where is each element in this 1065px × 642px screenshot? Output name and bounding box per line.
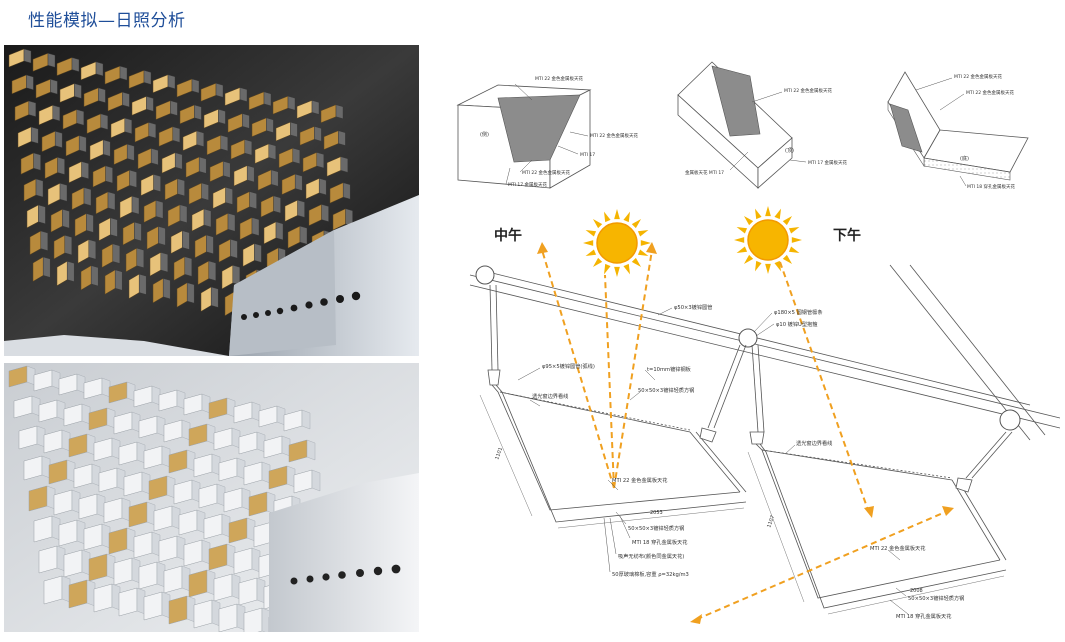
svg-text:MTI 22 金色金属板天花: MTI 22 金色金属板天花 xyxy=(954,73,1003,80)
svg-text:MTI 18 穿孔金属板天花: MTI 18 穿孔金属板天花 xyxy=(967,183,1016,190)
sun-afternoon-icon xyxy=(734,206,802,274)
label-noon: 中午 xyxy=(494,227,522,244)
svg-text:50×50×3镀锌轻质方钢: 50×50×3镀锌轻质方钢 xyxy=(628,524,684,532)
svg-text:MTI 17 金属板天花: MTI 17 金属板天花 xyxy=(508,181,548,188)
svg-text:MTI 22 金色金属板天花: MTI 22 金色金属板天花 xyxy=(590,132,639,139)
svg-text:MTI 22 金色金属板天花: MTI 22 金色金属板天花 xyxy=(612,476,667,484)
svg-text:MTI 17: MTI 17 xyxy=(580,152,595,158)
svg-text:t=10mm镀锌钢板: t=10mm镀锌钢板 xyxy=(647,365,692,373)
svg-text:2053: 2053 xyxy=(650,510,663,516)
svg-text:MTI 18 穿孔金属板天花: MTI 18 穿孔金属板天花 xyxy=(632,538,687,546)
svg-text:透光窗边界看线: 透光窗边界看线 xyxy=(796,439,832,447)
svg-text:50厚玻璃棉板,容重 ρ=32kg/m3: 50厚玻璃棉板,容重 ρ=32kg/m3 xyxy=(612,570,689,578)
svg-text:φ50×3镀锌圆管: φ50×3镀锌圆管 xyxy=(674,303,712,311)
svg-text:φ10 镀锌U型抱箍: φ10 镀锌U型抱箍 xyxy=(776,320,817,328)
svg-text:(底): (底) xyxy=(960,155,969,162)
svg-text:金属板天花 MTI 17: 金属板天花 MTI 17 xyxy=(685,169,724,176)
label-afternoon: 下午 xyxy=(833,227,861,244)
svg-text:MTI 22 金色金属板天花: MTI 22 金色金属板天花 xyxy=(535,75,584,82)
svg-text:φ180×5 圆钢管檩条: φ180×5 圆钢管檩条 xyxy=(774,308,823,316)
ceiling-photo-bottom xyxy=(4,363,419,632)
svg-text:MTI 22 金色金属板天花: MTI 22 金色金属板天花 xyxy=(784,87,833,94)
detail-bottom: (底) MTI 22 金色金属板天花 MTI 22 金色金属板天花 MTI 18… xyxy=(887,71,1029,190)
detail-top: (顶) MTI 22 金色金属板天花 MTI 17 金属板天花 金属板天花 MT… xyxy=(677,61,848,189)
svg-text:MTI 18 穿孔金属板天花: MTI 18 穿孔金属板天花 xyxy=(896,612,951,620)
svg-text:(顶): (顶) xyxy=(785,148,794,154)
ceiling-photo-top xyxy=(4,45,419,356)
svg-text:透光窗边界看线: 透光窗边界看线 xyxy=(532,392,568,400)
detail-side: (侧) MTI 22 金色金属板天花 MTI 22 金色金属板天花 MTI 17… xyxy=(456,75,639,189)
svg-text:吸声无纺布(颜色同金属天花): 吸声无纺布(颜色同金属天花) xyxy=(618,552,684,560)
svg-text:φ95×5镀锌圆管(弧线): φ95×5镀锌圆管(弧线) xyxy=(542,362,595,370)
svg-text:MTI 17 金属板天花: MTI 17 金属板天花 xyxy=(808,159,848,166)
sunlight-analysis-diagram: (侧) MTI 22 金色金属板天花 MTI 22 金色金属板天花 MTI 17… xyxy=(440,40,1061,638)
detail-mark-side: (侧) xyxy=(480,131,489,138)
svg-text:50×50×3镀锌轻质方钢: 50×50×3镀锌轻质方钢 xyxy=(908,594,964,602)
svg-text:2008: 2008 xyxy=(910,588,923,594)
svg-text:1107: 1107 xyxy=(766,515,776,529)
svg-text:MTI 22 金色金属板天花: MTI 22 金色金属板天花 xyxy=(966,89,1015,96)
page-title: 性能模拟—日照分析 xyxy=(28,11,186,31)
sun-noon-icon xyxy=(583,209,651,277)
svg-text:1101: 1101 xyxy=(494,447,504,461)
svg-text:MTI 22 金色金属板天花: MTI 22 金色金属板天花 xyxy=(870,544,925,552)
svg-text:MTI 22 金色金属板天花: MTI 22 金色金属板天花 xyxy=(522,169,571,176)
svg-text:50×50×3镀锌轻质方钢: 50×50×3镀锌轻质方钢 xyxy=(638,386,694,394)
